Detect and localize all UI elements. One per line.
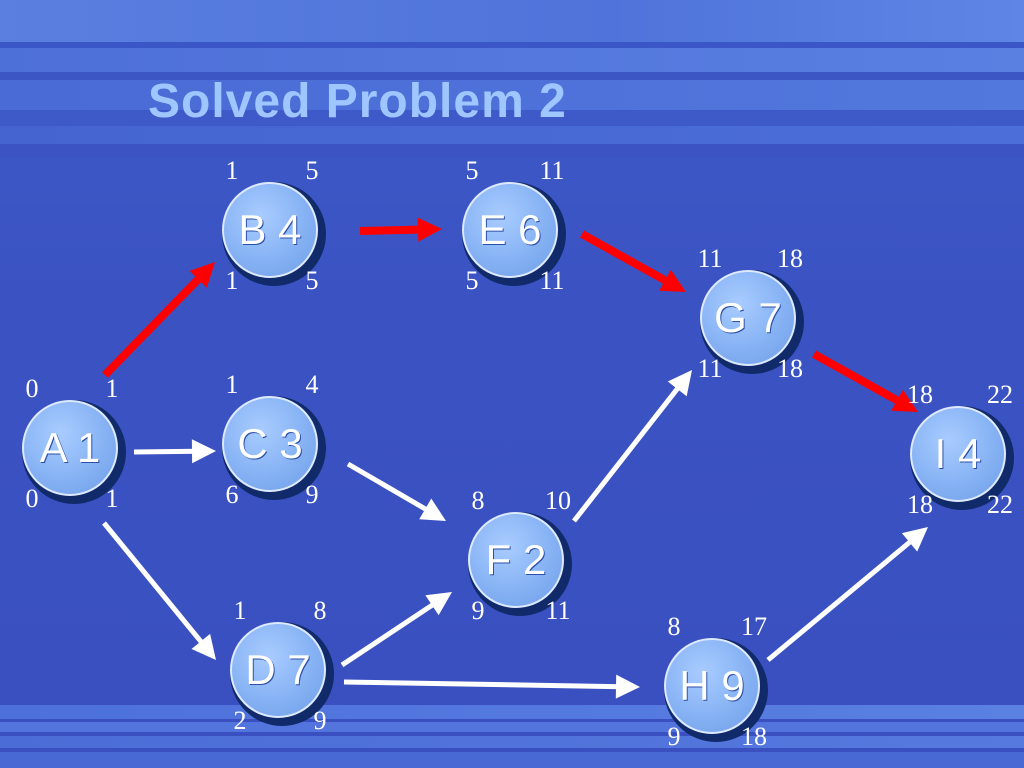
node-a-es: 0 — [25, 374, 39, 403]
arrow-d-h — [343, 674, 640, 699]
arrow-d-f — [340, 592, 452, 668]
activity-node-c: C 3 — [222, 396, 326, 500]
activity-node-f: F 2 — [468, 512, 572, 616]
node-circle — [222, 182, 318, 278]
node-i-ls: 18 — [907, 490, 933, 519]
node-h-lf: 18 — [741, 722, 767, 751]
arrow-a-b-critical — [102, 262, 215, 378]
header-stripe — [0, 110, 1024, 126]
arrow-h-i — [766, 527, 928, 662]
node-g-es: 11 — [697, 244, 723, 273]
activity-node-h: H 9 — [664, 638, 768, 742]
arrow-c-f — [346, 461, 446, 521]
arrow-a-c — [133, 439, 216, 464]
arrow-b-e-critical — [359, 217, 442, 242]
activity-node-b: B 4 — [222, 182, 326, 286]
node-b-es: 1 — [225, 156, 239, 185]
activity-node-i: I 4 — [910, 406, 1014, 510]
node-d-es: 1 — [233, 596, 247, 625]
node-g-ls: 11 — [697, 354, 723, 383]
node-a-ef: 1 — [105, 374, 119, 403]
activity-node-d: D 7 — [230, 622, 334, 726]
node-label-c: C 3 — [237, 420, 303, 467]
node-d-ls: 2 — [233, 706, 247, 735]
node-f-ef: 10 — [545, 486, 571, 515]
node-c-lf: 9 — [305, 480, 319, 509]
node-e-lf: 11 — [539, 266, 565, 295]
node-b-ef: 5 — [305, 156, 319, 185]
node-c-es: 1 — [225, 370, 239, 399]
node-d-ef: 8 — [313, 596, 327, 625]
node-circle — [230, 622, 326, 718]
node-circle — [22, 400, 118, 496]
footer-stripe — [0, 722, 1024, 732]
node-d-lf: 9 — [313, 706, 327, 735]
arrow-e-g-critical — [580, 230, 686, 292]
node-label-e: E 6 — [478, 206, 542, 253]
node-c-ef: 4 — [305, 370, 319, 399]
node-i-lf: 22 — [987, 490, 1013, 519]
node-circle — [222, 396, 318, 492]
activity-node-e: E 6 — [462, 182, 566, 286]
header-stripe — [0, 48, 1024, 72]
node-i-ef: 22 — [987, 380, 1013, 409]
header-stripe — [0, 42, 1024, 48]
node-label-h: H 9 — [679, 662, 745, 709]
slide-title: Solved Problem 2 — [148, 75, 567, 128]
node-f-ls: 9 — [471, 596, 485, 625]
node-b-ls: 1 — [225, 266, 239, 295]
node-f-lf: 11 — [545, 596, 571, 625]
header-stripe — [0, 72, 1024, 80]
arrow-f-g — [572, 370, 692, 523]
node-e-ls: 5 — [465, 266, 479, 295]
node-h-ef: 17 — [741, 612, 767, 641]
node-circle — [700, 270, 796, 366]
node-g-ef: 18 — [777, 244, 803, 273]
node-c-ls: 6 — [225, 480, 239, 509]
node-circle — [468, 512, 564, 608]
footer-stripe — [0, 752, 1024, 768]
node-h-es: 8 — [667, 612, 681, 641]
node-b-lf: 5 — [305, 266, 319, 295]
node-label-b: B 4 — [238, 206, 302, 253]
node-e-ef: 11 — [539, 156, 565, 185]
header-stripe — [0, 144, 1024, 158]
node-a-ls: 0 — [25, 484, 39, 513]
activity-node-g: G 7 — [700, 270, 804, 374]
header-stripe — [0, 0, 1024, 42]
activity-node-a: A 1 — [22, 400, 126, 504]
node-label-g: G 7 — [714, 294, 782, 341]
node-circle — [910, 406, 1006, 502]
header-stripe — [0, 80, 1024, 110]
node-circle — [664, 638, 760, 734]
arrow-g-i-critical — [812, 350, 918, 412]
node-e-es: 5 — [465, 156, 479, 185]
footer-stripe — [0, 736, 1024, 748]
node-g-lf: 18 — [777, 354, 803, 383]
node-label-a: A 1 — [39, 424, 101, 471]
node-label-d: D 7 — [245, 646, 311, 693]
node-label-i: I 4 — [934, 430, 982, 477]
header-stripe — [0, 126, 1024, 144]
node-h-ls: 9 — [667, 722, 681, 751]
arrow-a-d — [102, 521, 216, 660]
node-label-f: F 2 — [485, 536, 547, 583]
node-f-es: 8 — [471, 486, 485, 515]
node-circle — [462, 182, 558, 278]
node-i-es: 18 — [907, 380, 933, 409]
node-a-lf: 1 — [105, 484, 119, 513]
